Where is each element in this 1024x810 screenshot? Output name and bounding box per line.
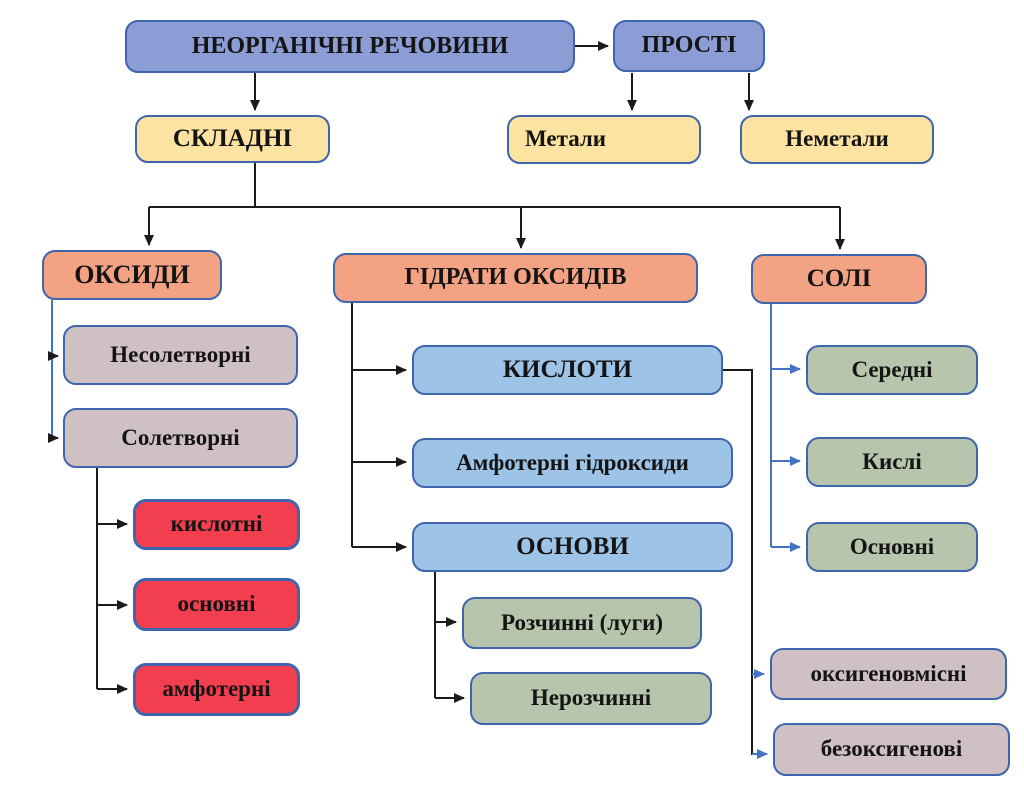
node-basic-oxides: основні (133, 578, 300, 631)
node-bases: ОСНОВИ (412, 522, 733, 572)
node-oxides: ОКСИДИ (42, 250, 222, 300)
node-salts: СОЛІ (751, 254, 927, 304)
node-amphoteric-oxides: амфотерні (133, 663, 300, 716)
node-nonmetals: Неметали (740, 115, 934, 164)
node-oxygen-containing-acids: оксигеновмісні (770, 648, 1007, 700)
node-oxide-hydrates: ГІДРАТИ ОКСИДІВ (333, 253, 698, 303)
node-inorganic-substances: НЕОРГАНІЧНІ РЕЧОВИНИ (125, 20, 575, 73)
node-simple-substances: ПРОСТІ (613, 20, 765, 72)
node-salt-forming-oxides: Солетворні (63, 408, 298, 468)
node-oxygen-free-acids: безоксигенові (773, 723, 1010, 776)
node-non-salt-forming-oxides: Несолетворні (63, 325, 298, 385)
node-amphoteric-hydroxides: Амфотерні гідроксиди (412, 438, 733, 488)
node-basic-salts: Основні (806, 522, 978, 572)
node-acids: КИСЛОТИ (412, 345, 723, 395)
node-soluble-bases-alkalis: Розчинні (луги) (462, 597, 702, 649)
node-insoluble-bases: Нерозчинні (470, 672, 712, 725)
node-complex-substances: СКЛАДНІ (135, 115, 330, 163)
node-acidic-oxides: кислотні (133, 499, 300, 550)
node-metals: Метали (507, 115, 701, 164)
node-acid-salts: Кислі (806, 437, 978, 487)
node-neutral-salts: Середні (806, 345, 978, 395)
